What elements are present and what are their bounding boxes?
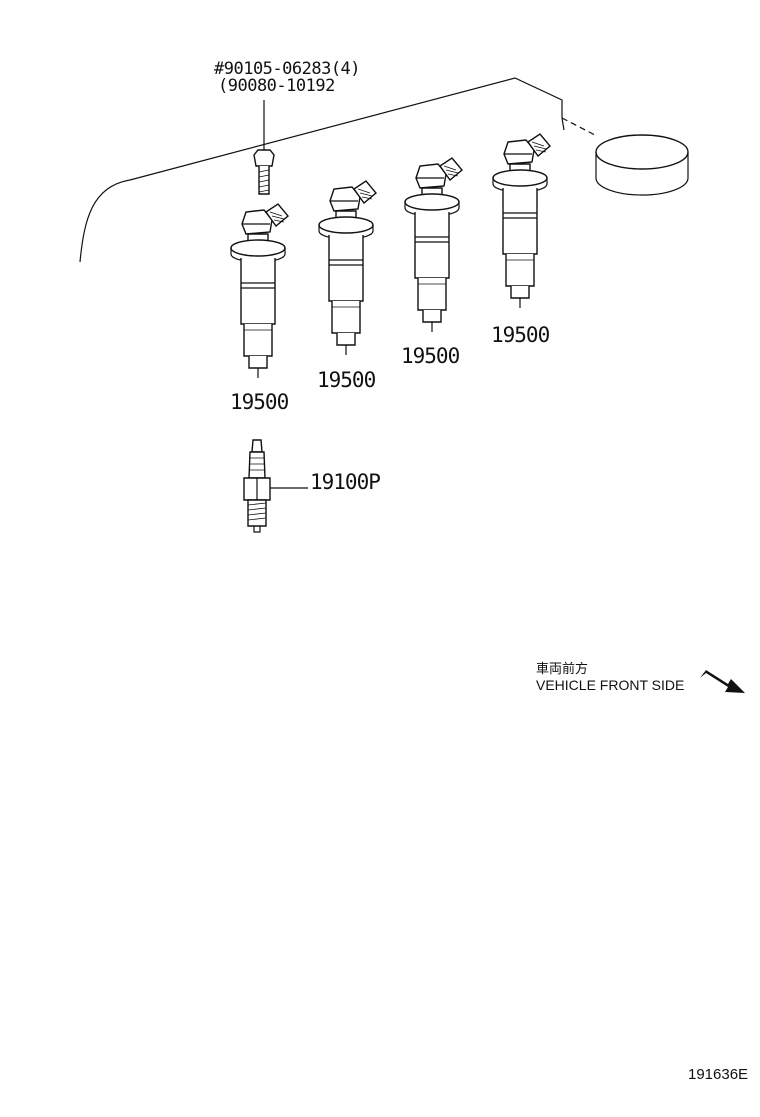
vehicle-front-arrow-icon xyxy=(700,670,745,693)
ignition-coil-3 xyxy=(404,157,463,333)
bolt-part-number: #90105-06283(4) xyxy=(214,59,361,79)
cover-edge xyxy=(561,117,565,131)
part-label-spark-plug: 19100P xyxy=(310,470,381,494)
part-label-coil-2: 19500 xyxy=(317,368,376,392)
orientation-label-japanese: 車両前方 xyxy=(536,662,589,677)
bolt-icon xyxy=(253,100,275,195)
part-label-coil-4: 19500 xyxy=(491,323,550,347)
spark-plug-icon xyxy=(243,439,308,533)
cover-leader-line xyxy=(561,117,596,136)
ignition-coil-2 xyxy=(318,180,377,356)
part-label-coil-1: 19500 xyxy=(230,390,289,414)
bolt-alt-part-number: (90080-10192 xyxy=(218,76,335,96)
ignition-coil-4 xyxy=(492,133,551,309)
ignition-coil-1 xyxy=(230,203,289,379)
orientation-label-english: VEHICLE FRONT SIDE xyxy=(536,677,685,693)
illustration-code: 191636E xyxy=(688,1066,749,1083)
round-cap xyxy=(595,134,689,196)
part-label-coil-3: 19500 xyxy=(401,344,460,368)
cylinder-head-outline xyxy=(79,77,563,263)
